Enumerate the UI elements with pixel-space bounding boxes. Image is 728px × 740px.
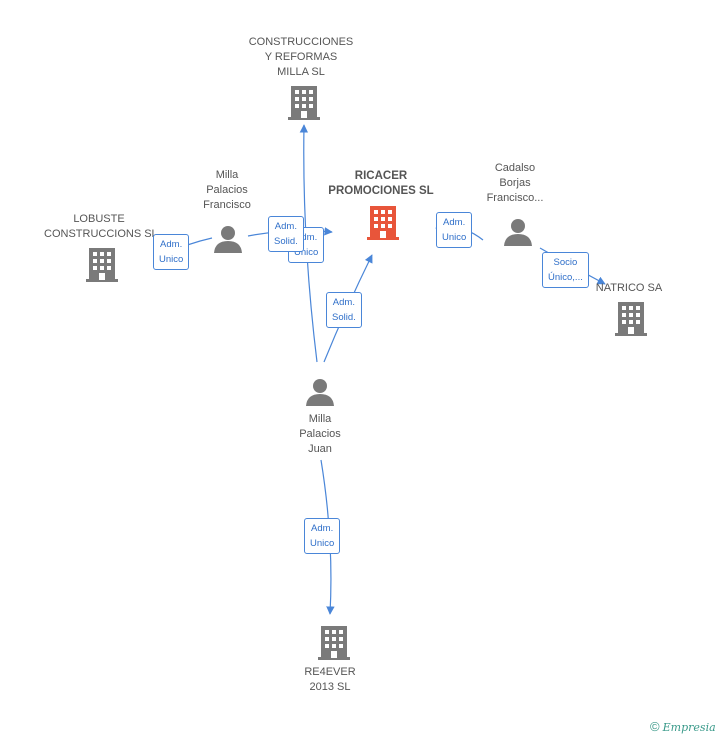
edge-label-francisco-construcciones[interactable]: Adm. Solid. [268,216,304,252]
edge-label-juan-ricacer[interactable]: Adm. Solid. [326,292,362,328]
label-line: Palacios [206,184,248,196]
label-line: CONSTRUCCIONES [248,36,354,48]
edge-label-line: Único,... [548,272,583,283]
person-icon[interactable] [503,217,533,247]
label-line: CONSTRUCCIONS SL [44,228,158,240]
building-icon[interactable] [615,302,647,336]
edge-label-line: Adm. [443,217,466,228]
copyright-symbol: © [650,719,660,734]
person-label-milla-juan[interactable]: Milla Palacios Juan [285,412,355,457]
building-icon[interactable] [86,248,118,282]
brand-logo: Empresia [662,721,716,734]
edge-label-line: Solid. [274,236,298,247]
label-line: Milla [308,413,332,425]
label-line: RE4EVER [304,666,356,678]
edge-label-lobuste-francisco[interactable]: Adm. Unico [153,234,190,270]
building-icon[interactable] [318,626,350,660]
label-line: LOBUSTE [73,213,125,225]
edge-label-line: Unico [159,254,184,265]
person-icon[interactable] [213,224,243,254]
company-label-re4ever[interactable]: RE4EVER 2013 SL [290,665,370,695]
edge-label-line: Unico [442,232,467,243]
person-label-milla-francisco[interactable]: Milla Palacios Francisco [192,168,262,213]
edge-label-cadalso-natrico[interactable]: Socio Único,... [542,252,589,288]
label-line: Palacios [299,428,341,440]
edge-label-line: Adm. [274,221,297,232]
edge-label-line: Unico [294,247,319,258]
label-line: Milla [215,169,239,181]
company-label-construcciones[interactable]: CONSTRUCCIONES Y REFORMAS MILLA SL [246,35,356,80]
main-company-label[interactable]: RICACER PROMOCIONES SL [321,169,441,199]
label-line: Borjas [499,177,531,189]
label-line: NATRICO SA [595,282,663,294]
edge-label-cadalso-ricacer[interactable]: Adm. Unico [436,212,473,248]
label-line: Francisco... [486,192,544,204]
edge-label-line: Adm. [295,232,318,243]
label-line: Y REFORMAS [264,51,338,63]
person-icon[interactable] [305,377,335,407]
person-label-cadalso[interactable]: Cadalso Borjas Francisco... [480,161,550,206]
label-line: PROMOCIONES SL [328,185,434,197]
edge-label-line: Unico [310,538,335,549]
edge-label-juan-re4ever[interactable]: Adm. Unico [304,518,341,554]
label-line: Cadalso [494,162,536,174]
label-line: 2013 SL [309,681,351,693]
edge-label-line: Socio [553,257,578,268]
building-icon[interactable] [288,86,320,120]
company-label-lobuste[interactable]: LOBUSTE CONSTRUCCIONS SL [44,212,158,242]
label-line: RICACER [354,170,408,182]
edge-label-line: Solid. [332,312,356,323]
label-line: Francisco [203,199,251,211]
label-line: Juan [308,443,332,455]
edge-label-line: Adm. [311,523,334,534]
credits[interactable]: © Empresia [650,719,716,734]
edge-label-line: Adm. [332,297,355,308]
company-label-natrico[interactable]: NATRICO SA [594,281,664,296]
edge-label-line: Adm. [160,239,183,250]
main-building-icon[interactable] [367,206,399,240]
label-line: MILLA SL [277,66,325,78]
